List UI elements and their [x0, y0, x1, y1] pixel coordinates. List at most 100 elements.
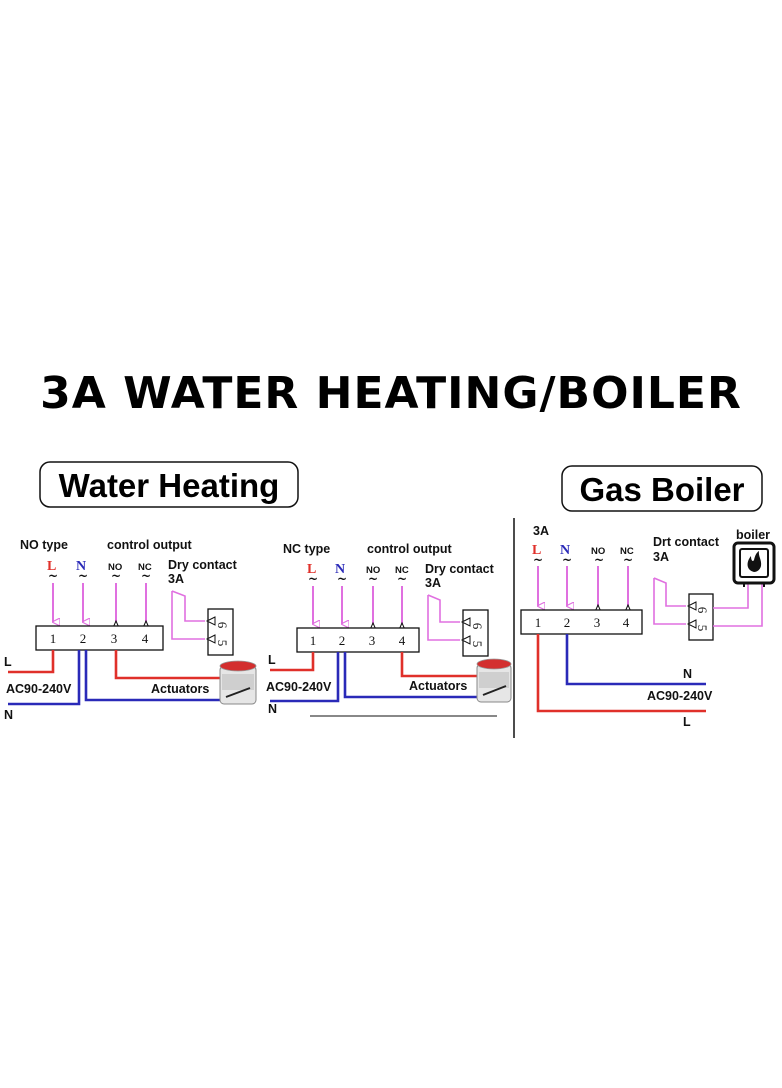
nc-control-output-label: control output: [367, 542, 453, 556]
nc-tilde-4: ~: [397, 572, 407, 586]
no-relay-wire-top: [171, 590, 205, 622]
no-terminal-2: 2: [80, 631, 87, 646]
no-relay-terminal-6: 6: [215, 622, 230, 629]
nc-tilde-2: ~: [337, 572, 347, 586]
nc-relay-terminal-6: 6: [470, 623, 485, 630]
boiler-l-label: L: [532, 543, 541, 558]
boiler-dry-contact-label: Drt contact: [653, 535, 720, 549]
nc-wire-n-label: N: [268, 702, 277, 716]
boiler-wire-n-label: N: [683, 667, 692, 681]
boiler-rating-top: 3A: [533, 524, 549, 538]
no-l-label: L: [47, 559, 56, 574]
no-wire-n: [8, 650, 81, 706]
nc-relay-wire-bottom: [427, 595, 460, 641]
nc-terminal-3: 3: [369, 633, 376, 648]
boiler-relay-terminal-5: 5: [695, 625, 710, 632]
boiler-terminal-2: 2: [564, 615, 571, 630]
boiler-feed-wire-2: [713, 584, 763, 627]
no-relay-marker-6: [205, 616, 216, 626]
nc-wire-n: [270, 652, 340, 703]
no-wire-l-actuator: [114, 650, 222, 680]
no-tilde-4: ~: [141, 569, 151, 583]
nc-tilde-1: ~: [308, 572, 318, 586]
no-rating-label: 3A: [168, 572, 184, 586]
no-wire-l: [8, 650, 55, 674]
nc-actuators-label: Actuators: [409, 679, 467, 693]
no-type-panel: NO type control output Dry contact 3A L …: [4, 538, 257, 722]
no-n-label: N: [76, 559, 86, 574]
no-wire-l-label: L: [4, 655, 12, 669]
water-heating-heading: Water Heating: [59, 467, 280, 504]
nc-terminal-4: 4: [399, 633, 406, 648]
nc-n-label: N: [335, 562, 345, 577]
nc-wire-l-actuator: [400, 652, 482, 678]
boiler-relay-marker-6: [686, 601, 697, 611]
actuator-valve-icon: [476, 658, 512, 703]
nc-relay-marker-6: [460, 617, 471, 627]
no-control-output-label: control output: [107, 538, 193, 552]
no-terminal-3: 3: [111, 631, 118, 646]
nc-relay-block: [462, 609, 489, 657]
no-voltage-label: AC90-240V: [6, 682, 72, 696]
no-wire-n-label: N: [4, 708, 13, 722]
boiler-relay-terminal-6: 6: [695, 607, 710, 614]
nc-l-label: L: [307, 562, 316, 577]
nc-no-label: NO: [366, 565, 380, 576]
boiler-terminal-block: [520, 609, 643, 635]
no-dry-contact-label: Dry contact: [168, 558, 238, 572]
nc-wire-l-label: L: [268, 653, 276, 667]
no-relay-terminal-5: 5: [215, 640, 230, 647]
boiler-tilde-3: ~: [594, 553, 604, 567]
no-terminal-block: [35, 625, 164, 651]
boiler-tilde-1: ~: [533, 553, 543, 567]
no-terminal-4: 4: [142, 631, 149, 646]
gas-boiler-panel: 3A Drt contact 3A boiler L N NO NC ~ ~ ~…: [520, 524, 776, 729]
boiler-terminal-1: 1: [535, 615, 542, 630]
nc-dry-contact-label: Dry contact: [425, 562, 495, 576]
nc-nc-label: NC: [395, 565, 409, 576]
no-tilde-1: ~: [48, 569, 58, 583]
boiler-voltage-label: AC90-240V: [647, 689, 713, 703]
nc-relay-wire-top: [427, 594, 460, 623]
boiler-tilde-4: ~: [623, 553, 633, 567]
nc-relay-terminal-5: 5: [470, 641, 485, 648]
gas-boiler-heading-box: [561, 465, 763, 512]
nc-relay-marker-5: [460, 635, 471, 645]
no-no-label: NO: [108, 562, 122, 573]
nc-terminal-1: 1: [310, 633, 317, 648]
boiler-wire-l: [536, 634, 706, 713]
boiler-relay-marker-5: [686, 619, 697, 629]
no-tilde-2: ~: [78, 569, 88, 583]
nc-type-panel: NC type control output Dry contact 3A L …: [266, 542, 512, 717]
no-nc-label: NC: [138, 562, 152, 573]
nc-wire-l: [270, 652, 315, 672]
actuator-valve-icon: [219, 660, 257, 705]
boiler-wire-n: [565, 634, 706, 686]
no-relay-block: [207, 608, 234, 656]
boiler-wire-l-label: L: [683, 715, 691, 729]
boiler-nc-label: NC: [620, 546, 634, 557]
boiler-tilde-2: ~: [562, 553, 572, 567]
no-actuators-label: Actuators: [151, 682, 209, 696]
no-wire-n-actuator: [84, 650, 228, 702]
nc-rating-label: 3A: [425, 576, 441, 590]
nc-terminal-2: 2: [339, 633, 346, 648]
no-relay-marker-5: [205, 634, 216, 644]
page-title: 3A WATER HEATING/BOILER: [40, 368, 742, 419]
boiler-n-label: N: [560, 543, 570, 558]
boiler-relay-wire-bottom: [653, 578, 686, 625]
nc-terminal-block: [296, 627, 420, 653]
boiler-relay-wire-top: [653, 577, 686, 607]
boiler-label: boiler: [736, 528, 770, 542]
gas-boiler-heading: Gas Boiler: [579, 471, 744, 508]
boiler-flame-icon: [732, 541, 776, 587]
nc-tilde-3: ~: [368, 572, 378, 586]
boiler-relay-block: [688, 593, 714, 641]
no-tilde-3: ~: [111, 569, 121, 583]
boiler-no-label: NO: [591, 546, 605, 557]
no-terminal-1: 1: [50, 631, 57, 646]
boiler-terminal-3: 3: [594, 615, 601, 630]
boiler-rating-label: 3A: [653, 550, 669, 564]
boiler-terminal-4: 4: [623, 615, 630, 630]
